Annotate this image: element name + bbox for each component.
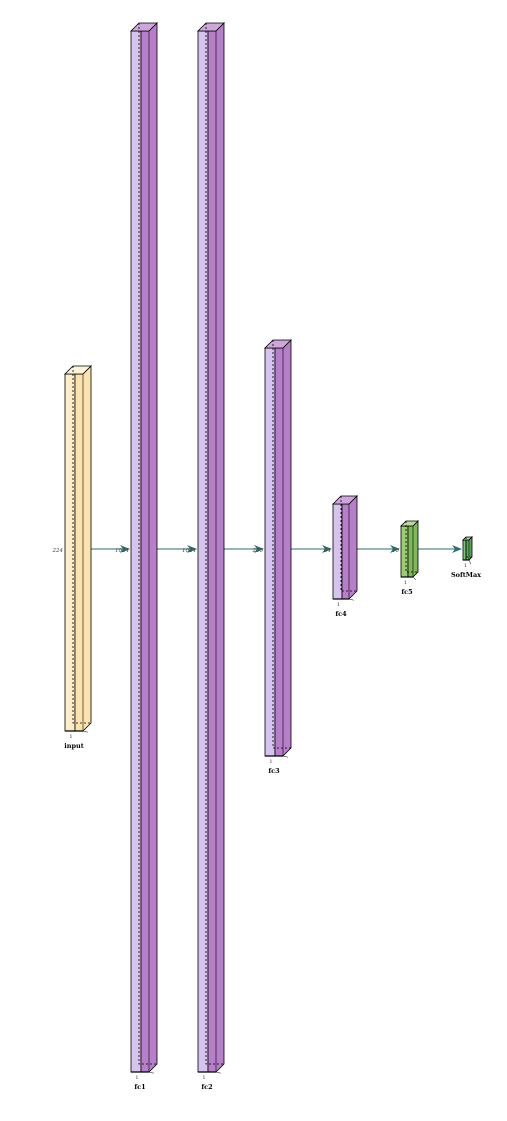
layer-fc5: 1 10 fc5 [392,520,419,596]
layer-hidden-edge [405,521,418,573]
layer-front-face [462,539,467,561]
layer-caption: input [64,742,83,750]
layer-caption: fc1 [134,1083,145,1091]
layer-width-label: 1 [269,759,272,765]
layer-width-label: 1 [404,580,407,586]
layer-front-face [130,30,142,1073]
layer-hidden-edge [72,366,91,724]
layer-width-label: 1 [337,602,340,608]
layer-input: 1 224 input [52,365,92,750]
layer-hidden-edge [272,340,291,749]
layer-fc3: 1 256 fc3 [252,339,292,775]
layer-depth-label: 10 [392,548,399,554]
layer-top-face [130,22,158,32]
layer-width-label: 1 [135,1075,138,1081]
layer-depth-tick [82,730,88,733]
layer-caption: fc2 [201,1083,212,1091]
layer-depth-label: 64 [324,548,331,554]
layer-fc1: 1 1024 fc1 [115,22,158,1091]
layer-top-face [64,365,92,375]
layer-depth-tick [468,559,472,565]
layer-caption: SoftMax [451,571,481,579]
layer-front-face [264,347,276,757]
layer-top-face [264,339,292,349]
layer-top-face [462,536,473,541]
layer-depth-tick [215,1071,221,1074]
layer-hidden-edge [340,496,357,592]
layer-fc2: 1 1024 fc2 [182,22,225,1091]
layer-depth-label: 224 [52,548,64,554]
layer-depth-tick [348,598,354,601]
layer-front-face [197,30,209,1073]
layer-hidden-edge [465,537,472,558]
layer-depth-tick [282,755,288,758]
layer-depth-tick [412,576,417,581]
layer-front-face [400,525,409,578]
layer-top-face [197,22,225,32]
layer-front-face [64,373,76,732]
layer-depth-label: 1024 [115,548,129,554]
layer-width-label: 1 [464,563,467,569]
layer-fc4: 1 64 fc4 [324,495,358,618]
layer-blocks: 1224input11024fc111024fc21256fc3164fc411… [52,22,481,1091]
layer-caption: fc3 [268,767,280,775]
layer-depth-label: 256 [252,548,264,554]
layer-depth-label: 1024 [182,548,196,554]
layer-width-label: 1 [69,734,72,740]
layer-top-face [400,520,419,527]
layer-width-label: 1 [202,1075,205,1081]
layer-caption: fc5 [401,588,413,596]
layer-hidden-edge [138,23,157,1065]
layer-top-face [332,495,358,505]
layer-side-face [341,495,358,600]
layer-caption: fc4 [335,610,347,618]
layer-depth-tick [148,1071,154,1074]
layer-hidden-edge [205,23,224,1065]
